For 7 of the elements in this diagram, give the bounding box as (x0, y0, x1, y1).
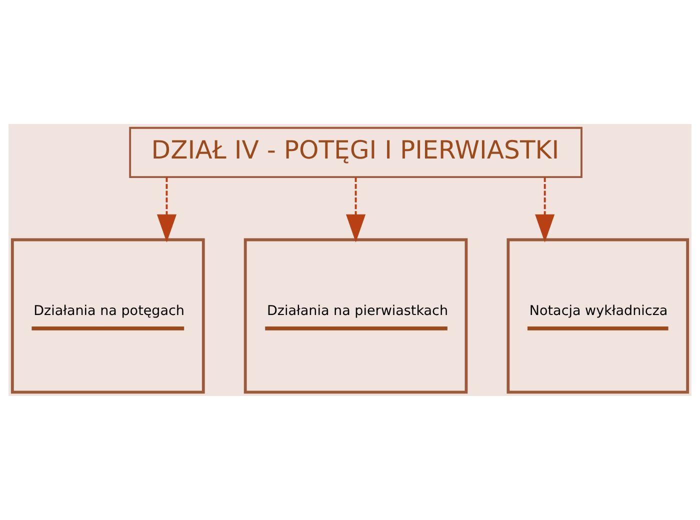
arrow (535, 177, 555, 242)
node-box: DZIAŁ IV - POTĘGI I PIERWIASTKI (129, 126, 582, 178)
node-box: Notacja wykładnicza (506, 238, 690, 394)
arrow (156, 177, 177, 242)
node-box: Działania na pierwiastkach (244, 238, 468, 394)
node-box: Działania na potęgach (10, 238, 205, 394)
arrow (346, 177, 366, 242)
